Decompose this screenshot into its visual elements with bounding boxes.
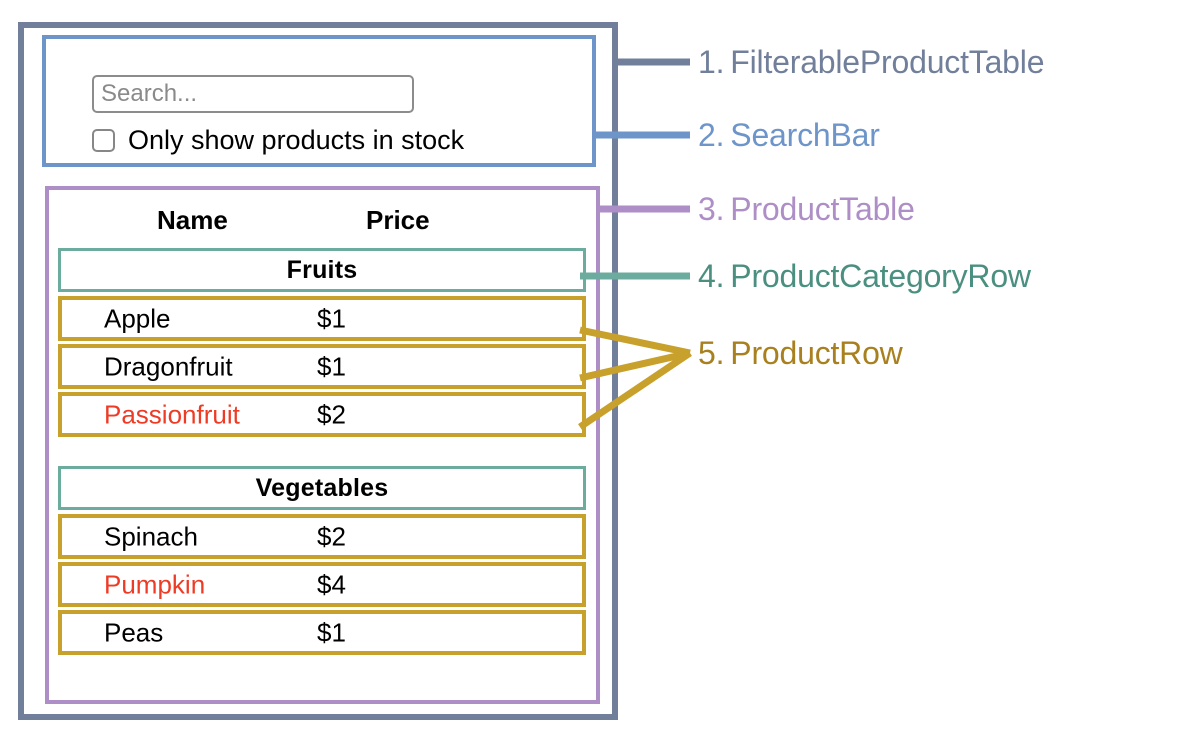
in-stock-checkbox-row[interactable]: Only show products in stock [92,127,464,154]
legend-label: ProductRow [730,335,903,371]
product-row[interactable]: Passionfruit $2 [58,392,586,437]
product-table-boundary: Name Price Fruits Apple $1 Dragonfruit $… [45,186,600,704]
product-row[interactable]: Dragonfruit $1 [58,344,586,389]
product-row[interactable]: Peas $1 [58,610,586,655]
group-spacer [58,440,586,466]
legend-item-search-bar: 2.SearchBar [698,117,880,154]
legend-label: ProductTable [730,191,915,227]
product-name: Apple [104,303,171,333]
legend-number: 3. [698,191,725,227]
legend-number: 4. [698,258,725,294]
product-category-row: Vegetables [58,466,586,510]
table-header-row: Name Price [49,198,596,242]
legend-item-product-table: 3.ProductTable [698,191,915,228]
product-price: $2 [317,399,346,429]
checkbox-unchecked-icon[interactable] [92,129,115,152]
product-price: $1 [317,617,346,647]
legend-item-product-row: 5.ProductRow [698,335,903,372]
product-row[interactable]: Spinach $2 [58,514,586,559]
product-category-row: Fruits [58,248,586,292]
legend-label: ProductCategoryRow [730,258,1031,294]
product-price: $1 [317,303,346,333]
legend-label: SearchBar [730,117,880,153]
product-name: Peas [104,617,164,647]
product-name: Pumpkin [104,569,206,599]
product-row[interactable]: Pumpkin $4 [58,562,586,607]
category-label: Fruits [286,255,358,284]
column-header-name: Name [157,204,228,235]
in-stock-checkbox-label: Only show products in stock [128,125,465,155]
product-rows-area: Fruits Apple $1 Dragonfruit $1 Passionfr… [58,248,586,658]
product-name: Spinach [104,521,198,551]
category-label: Vegetables [255,473,389,502]
product-name: Passionfruit [104,399,240,429]
product-row[interactable]: Apple $1 [58,296,586,341]
search-bar-boundary: Only show products in stock [42,35,596,167]
product-price: $4 [317,569,346,599]
column-header-price: Price [366,204,430,235]
search-input[interactable] [92,75,414,113]
legend-number: 2. [698,117,725,153]
legend-number: 1. [698,44,725,80]
legend-item-filterable-product-table: 1.FilterableProductTable [698,44,1044,81]
legend-number: 5. [698,335,725,371]
product-price: $2 [317,521,346,551]
legend-label: FilterableProductTable [730,44,1045,80]
legend-item-product-category-row: 4.ProductCategoryRow [698,258,1031,295]
product-price: $1 [317,351,346,381]
product-name: Dragonfruit [104,351,233,381]
